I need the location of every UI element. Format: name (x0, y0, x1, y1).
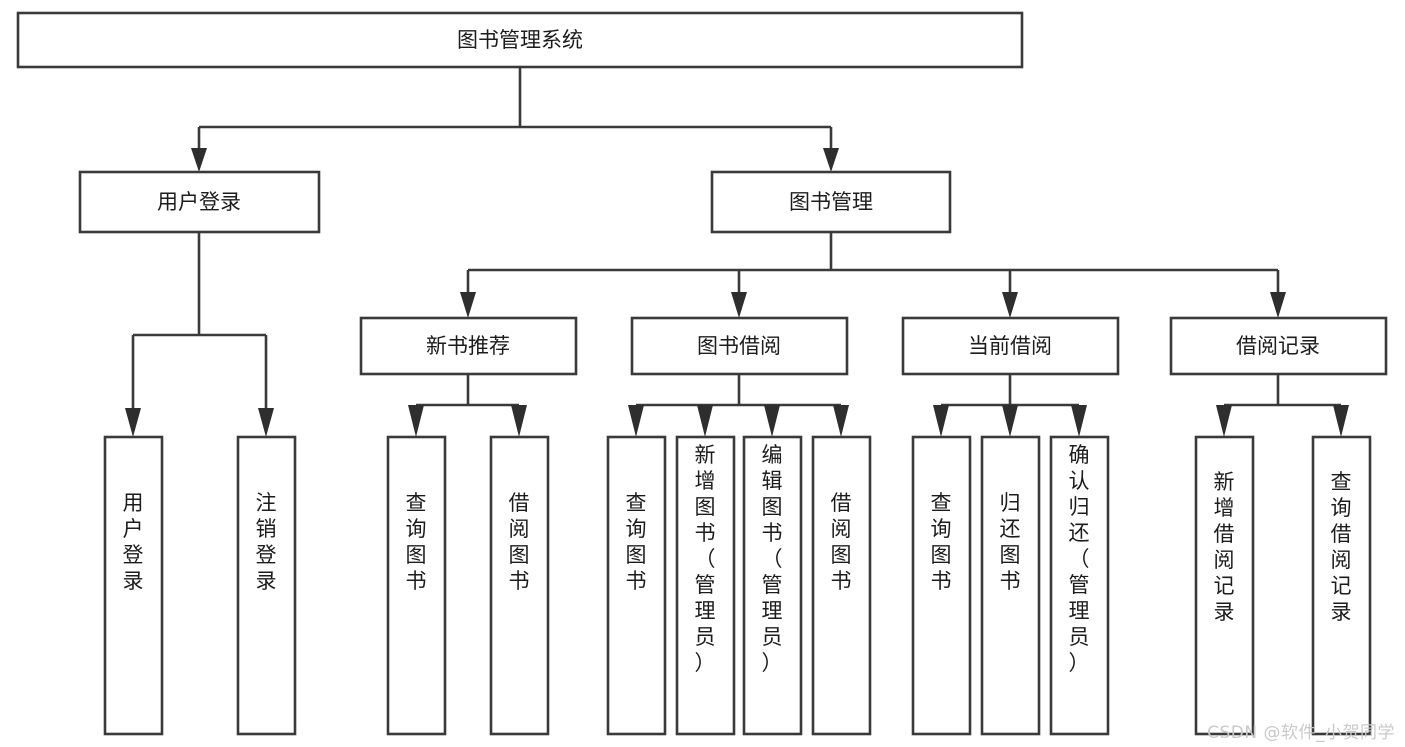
leaf-query-book-2-label: 查询图书 (626, 491, 647, 593)
leaf-borrow-book-2[interactable]: 借阅图书 (811, 435, 872, 736)
node-user-login[interactable]: 用户登录 (78, 170, 321, 234)
arrow-leaf-add-borrow-record (1216, 405, 1232, 437)
leaf-user-login-label: 用户登录 (123, 491, 144, 593)
leaf-query-book-1[interactable]: 查询图书 (386, 435, 447, 736)
leaf-edit-book-admin-box[interactable] (742, 435, 803, 736)
arrow-to-book-borrow (731, 292, 747, 318)
node-book-borrow[interactable]: 图书借阅 (630, 316, 849, 376)
leaf-query-book-2[interactable]: 查询图书 (606, 435, 667, 736)
node-book-manage-box[interactable] (710, 170, 952, 234)
leaf-logout-login-label: 注销登录 (256, 491, 277, 593)
node-root-label: 图书管理系统 (457, 28, 583, 52)
node-book-borrow-label: 图书借阅 (697, 334, 781, 358)
node-book-manage-label: 图书管理 (789, 190, 873, 214)
node-borrow-record-box[interactable] (1169, 316, 1388, 376)
leaf-query-book-3-box[interactable] (911, 435, 972, 736)
arrow-leaf-query-borrow-record (1333, 405, 1349, 437)
arrow-leaf-edit-book-admin (764, 405, 780, 437)
leaf-query-book-2-box[interactable] (606, 435, 667, 736)
leaf-return-book[interactable]: 归还图书 (980, 435, 1041, 736)
leaf-query-borrow-record-box[interactable] (1311, 435, 1372, 736)
arrow-leaf-user-login (125, 408, 141, 437)
leaf-return-book-box[interactable] (980, 435, 1041, 736)
node-new-book-recommend-box[interactable] (359, 316, 578, 376)
arrow-leaf-confirm-return-admin (1071, 405, 1087, 437)
leaf-add-book-admin[interactable]: 新增图书（管理员） (675, 435, 736, 736)
arrow-to-book-manage (823, 148, 839, 172)
arrow-leaf-borrow-book-1 (511, 405, 527, 437)
node-current-borrow-box[interactable] (901, 316, 1120, 376)
arrow-leaf-return-book (1002, 405, 1018, 437)
node-user-login-box[interactable] (78, 170, 321, 234)
node-current-borrow[interactable]: 当前借阅 (901, 316, 1120, 376)
leaf-return-book-label: 归还图书 (1000, 491, 1021, 593)
leaf-borrow-book-1-label: 借阅图书 (509, 491, 530, 593)
arrow-to-borrow-record (1270, 292, 1286, 318)
leaf-query-book-1-label: 查询图书 (406, 491, 427, 593)
arrow-to-user-login (191, 148, 207, 172)
node-borrow-record[interactable]: 借阅记录 (1169, 316, 1388, 376)
leaf-edit-book-admin-label: 编辑图书（管理员） (762, 443, 783, 675)
node-book-manage[interactable]: 图书管理 (710, 170, 952, 234)
leaf-confirm-return-admin-label: 确认归还（管理员） (1069, 443, 1090, 675)
arrow-to-current-borrow (1002, 292, 1018, 318)
leaf-query-borrow-record-label: 查询借阅记录 (1331, 470, 1352, 624)
leaf-query-borrow-record[interactable]: 查询借阅记录 (1311, 435, 1372, 736)
arrow-leaf-borrow-book-2 (833, 405, 849, 437)
leaf-logout-login[interactable]: 注销登录 (236, 435, 297, 736)
leaf-confirm-return-admin[interactable]: 确认归还（管理员） (1049, 435, 1110, 736)
leaf-logout-login-box[interactable] (236, 435, 297, 736)
leaf-add-book-admin-label: 新增图书（管理员） (695, 443, 716, 675)
node-book-borrow-box[interactable] (630, 316, 849, 376)
leaf-add-borrow-record-label: 新增借阅记录 (1214, 470, 1235, 624)
leaf-add-borrow-record[interactable]: 新增借阅记录 (1194, 435, 1255, 736)
leaf-borrow-book-1-box[interactable] (489, 435, 550, 736)
leaf-borrow-book-2-box[interactable] (811, 435, 872, 736)
connector-layer (125, 67, 1349, 437)
leaf-borrow-book-1[interactable]: 借阅图书 (489, 435, 550, 736)
leaf-user-login[interactable]: 用户登录 (103, 435, 164, 736)
leaf-query-book-3[interactable]: 查询图书 (911, 435, 972, 736)
node-new-book-recommend[interactable]: 新书推荐 (359, 316, 578, 376)
leaf-user-login-box[interactable] (103, 435, 164, 736)
arrow-leaf-logout-login (258, 408, 274, 437)
node-current-borrow-label: 当前借阅 (968, 334, 1052, 358)
node-new-book-recommend-label: 新书推荐 (426, 334, 510, 358)
leaf-add-borrow-record-box[interactable] (1194, 435, 1255, 736)
arrow-leaf-query-book-1 (408, 405, 424, 437)
arrow-to-new-book-recommend (460, 292, 476, 318)
arrow-leaf-add-book-admin (697, 405, 713, 437)
leaf-add-book-admin-box[interactable] (675, 435, 736, 736)
leaf-query-book-1-box[interactable] (386, 435, 447, 736)
arrow-leaf-query-book-2 (628, 405, 644, 437)
leaf-query-book-3-label: 查询图书 (931, 491, 952, 593)
leaf-borrow-book-2-label: 借阅图书 (831, 491, 852, 593)
csdn-watermark: CSDN @软件_小贺同学 (1207, 723, 1395, 743)
node-root[interactable]: 图书管理系统 (16, 11, 1024, 69)
arrow-leaf-query-book-3 (933, 405, 949, 437)
node-root-box[interactable] (16, 11, 1024, 69)
node-borrow-record-label: 借阅记录 (1236, 334, 1320, 358)
leaf-confirm-return-admin-box[interactable] (1049, 435, 1110, 736)
leaf-edit-book-admin[interactable]: 编辑图书（管理员） (742, 435, 803, 736)
node-user-login-label: 用户登录 (157, 190, 241, 214)
